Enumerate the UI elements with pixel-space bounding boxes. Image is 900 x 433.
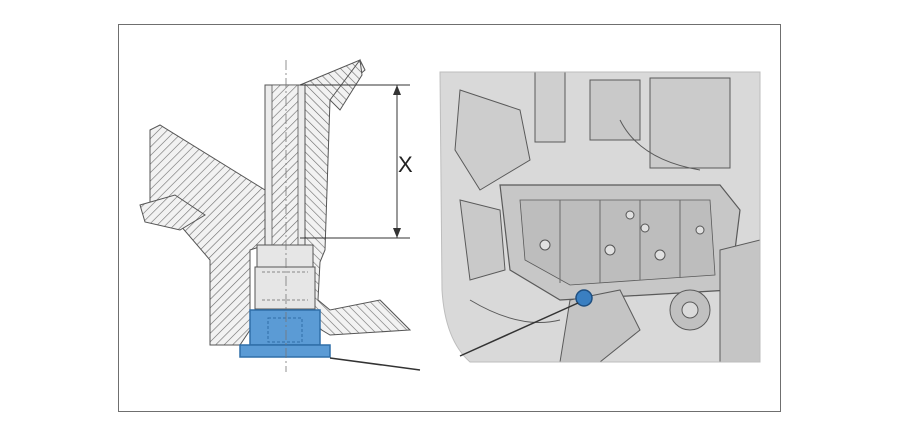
- drain-plug-icon: [239, 309, 331, 358]
- dimension-label: X: [398, 152, 413, 177]
- thread-body: [254, 266, 316, 310]
- housing-section: [149, 124, 266, 346]
- thread-neck: [256, 244, 314, 268]
- housing-wall-right: [299, 59, 412, 336]
- cross-section-drawing: X: [139, 58, 421, 372]
- bore-inner: [271, 84, 299, 246]
- dimension-x: X: [300, 84, 413, 239]
- leader-line-left: [329, 357, 421, 371]
- photo-outline: [439, 71, 761, 363]
- photo-drain-plug: [575, 289, 593, 307]
- leader-line-right: [459, 302, 579, 357]
- engine-photo: [440, 72, 760, 362]
- housing-arm: [139, 194, 206, 231]
